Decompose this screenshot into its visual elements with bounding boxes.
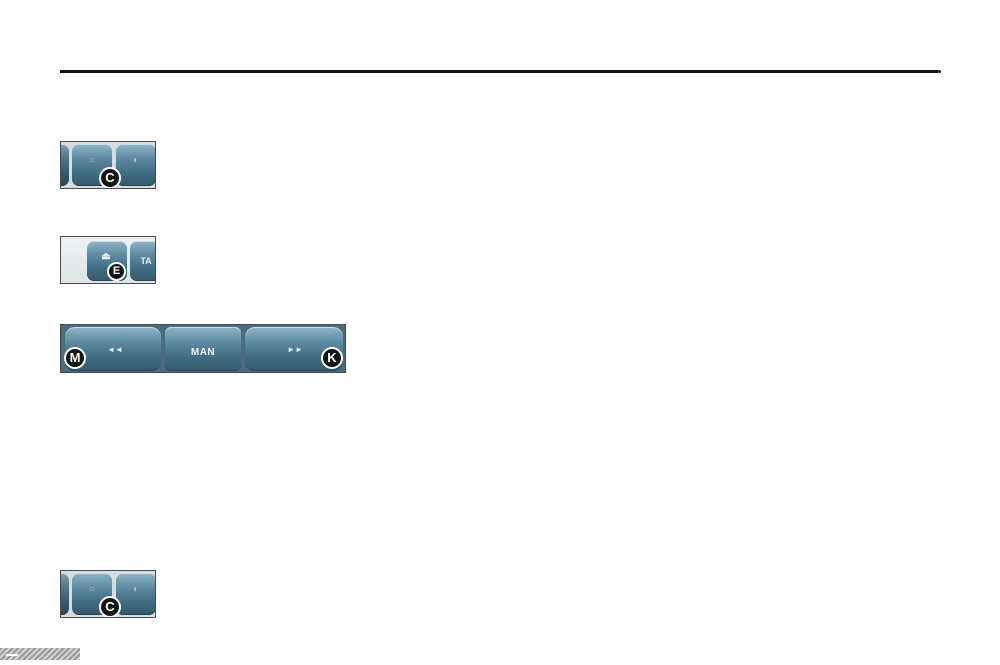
button-c: ○: [72, 144, 112, 186]
button-c-2-icon: ○: [88, 584, 96, 595]
button-next-2-icon: ◐: [132, 584, 140, 595]
rewind-icon: ◄◄: [107, 345, 123, 354]
figure-c-buttons: ○ ◐ C: [60, 141, 156, 189]
badge-e: E: [107, 262, 126, 281]
partial-left-button: [61, 144, 69, 186]
man-label: MAN: [190, 347, 216, 358]
figure-c-buttons-2: ○ ◐ C: [60, 570, 156, 618]
fast-forward-icon: ►►: [287, 345, 303, 354]
footer-hatch-bar: [0, 648, 80, 660]
man-button: MAN: [165, 327, 241, 371]
footer-mark: [6, 654, 18, 656]
button-next-icon: ◐: [132, 155, 140, 166]
button-next-2: ◐: [116, 573, 155, 615]
badge-c: C: [99, 167, 121, 188]
figure-m-man-k: ◄◄ MAN ►► M K: [60, 324, 346, 373]
header-rule: [60, 70, 938, 73]
button-c-icon: ○: [88, 155, 96, 166]
eject-icon: ⏏: [101, 251, 111, 262]
badge-m: M: [64, 347, 86, 369]
partial-left-button-2: [61, 573, 69, 615]
ta-button: TA: [130, 241, 155, 281]
ta-label: TA: [140, 256, 152, 266]
badge-c-2: C: [99, 596, 121, 617]
figure-e-eject: ⏏ TA E: [60, 236, 156, 284]
button-next: ◐: [116, 144, 155, 186]
badge-k: K: [321, 347, 343, 369]
header-rule-dot: [938, 70, 941, 73]
